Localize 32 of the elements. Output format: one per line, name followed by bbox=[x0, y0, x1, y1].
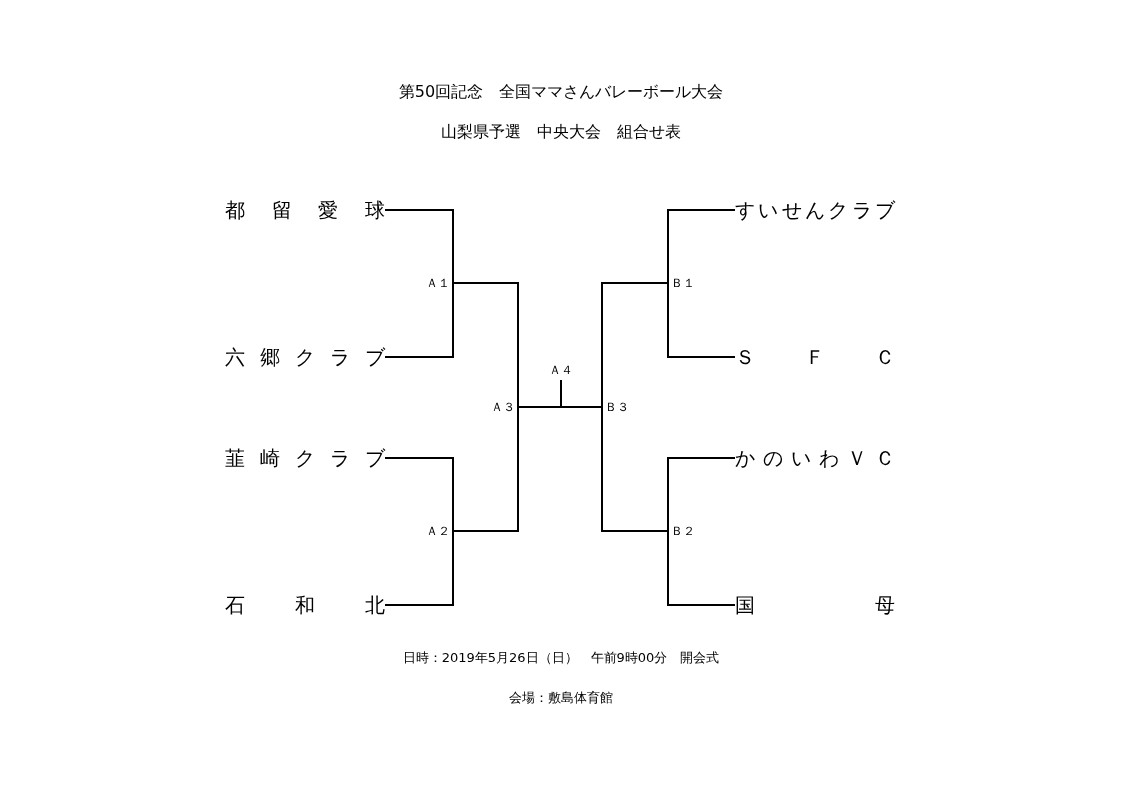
subtitle: 山梨県予選 中央大会 組合せ表 bbox=[441, 122, 681, 141]
bracket-line bbox=[384, 282, 454, 358]
match-label: Ａ４ bbox=[543, 360, 579, 380]
match-label: Ｂ１ bbox=[668, 273, 705, 293]
match-label: Ａ２ bbox=[416, 521, 453, 541]
bracket-line bbox=[667, 282, 736, 358]
bracket-line bbox=[667, 457, 736, 532]
team-name: すいせんクラブ bbox=[735, 198, 895, 222]
match-label: Ａ３ bbox=[481, 397, 518, 417]
bracket-line bbox=[384, 530, 454, 606]
team-name: 六郷クラブ bbox=[225, 345, 385, 369]
bracket-line bbox=[667, 209, 736, 284]
bracket-line bbox=[601, 406, 669, 532]
bracket-line bbox=[667, 530, 736, 606]
match-label: Ｂ３ bbox=[602, 397, 639, 417]
bracket-line bbox=[452, 406, 519, 532]
match-label: Ｂ２ bbox=[668, 521, 705, 541]
bracket-line bbox=[384, 457, 454, 532]
team-name: 国母 bbox=[735, 593, 895, 617]
bracket-line bbox=[601, 282, 669, 408]
team-name: 石和北 bbox=[225, 593, 385, 617]
bracket-line bbox=[384, 209, 454, 284]
title: 第50回記念 全国ママさんバレーボール大会 bbox=[398, 82, 724, 101]
team-name: ＳＦＣ bbox=[735, 345, 895, 369]
venue-note: 会場：敷島体育館 bbox=[509, 690, 613, 705]
bracket-line bbox=[560, 379, 603, 408]
team-name: 都留愛球 bbox=[225, 198, 385, 222]
bracket-line bbox=[452, 282, 519, 408]
team-name: かのいわＶＣ bbox=[735, 446, 895, 470]
team-name: 韮崎クラブ bbox=[225, 446, 385, 470]
date-note: 日時：2019年5月26日（日） 午前9時00分 開会式 bbox=[402, 650, 720, 665]
match-label: Ａ１ bbox=[416, 273, 453, 293]
